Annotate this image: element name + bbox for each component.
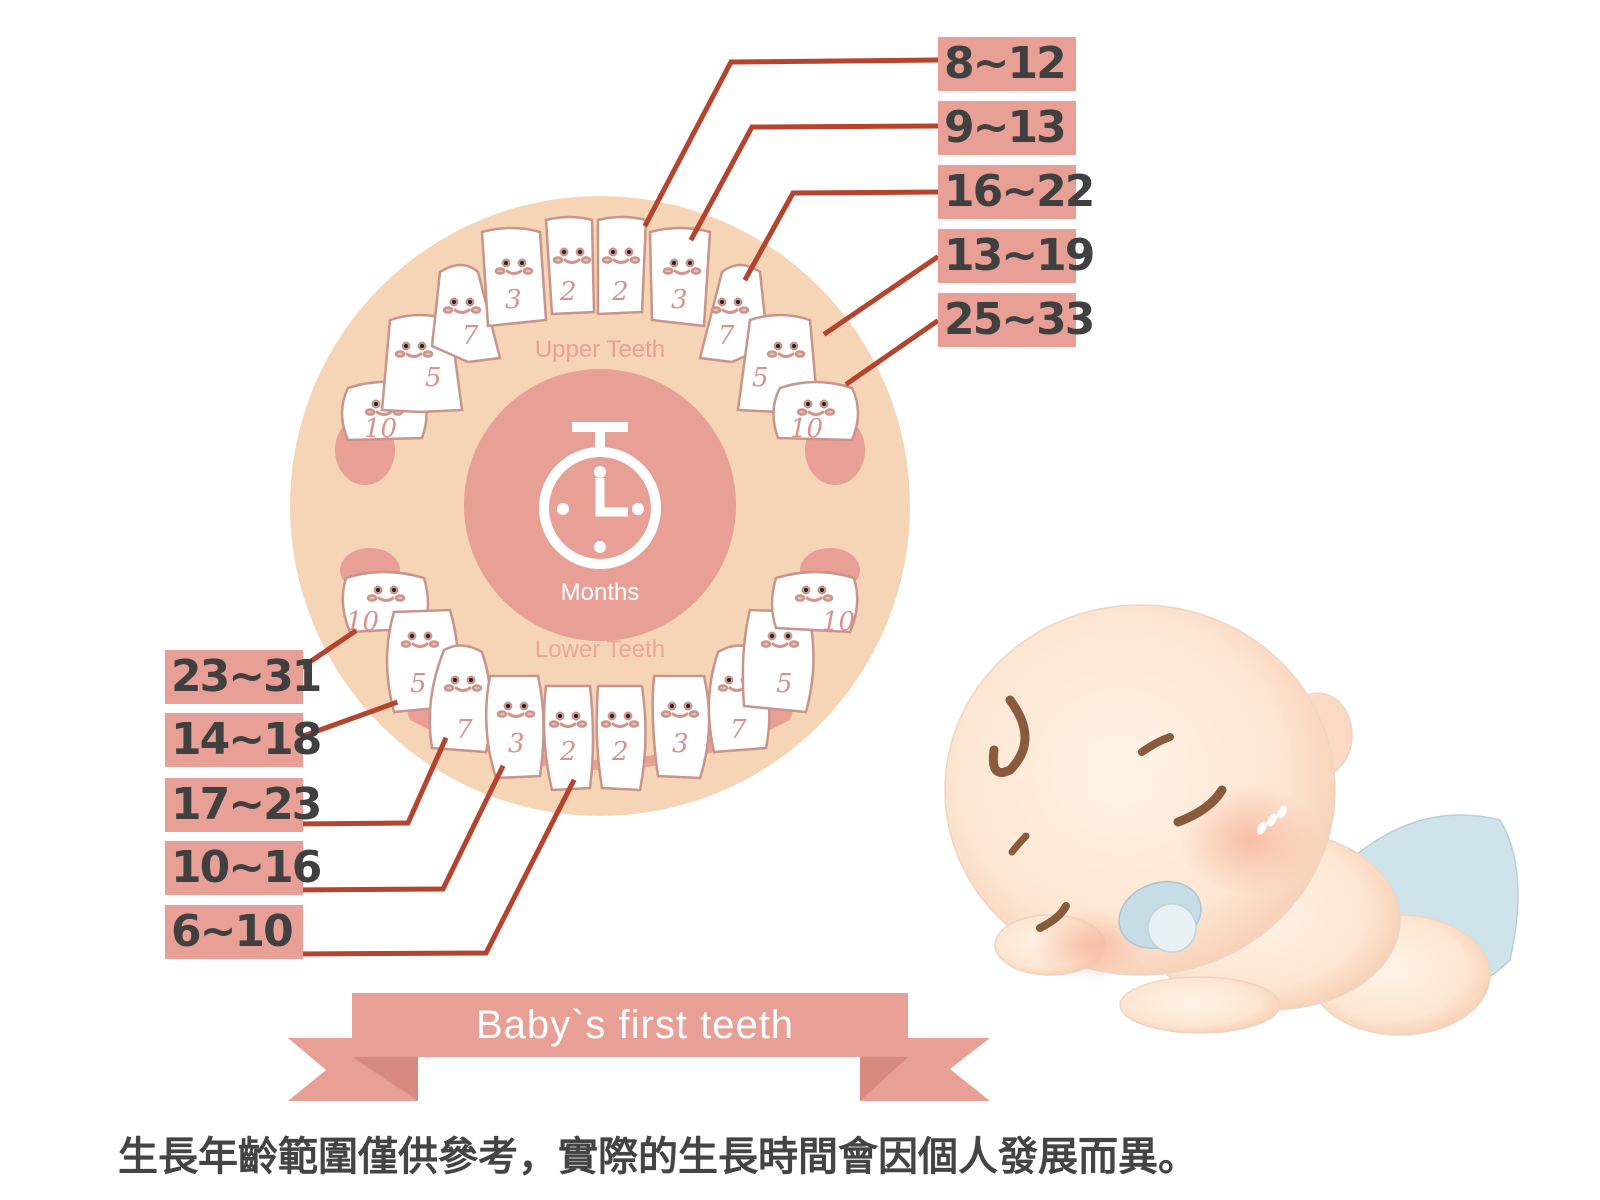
range-label-lower-canine: 17~23 (165, 778, 322, 832)
range-label-lower-lateral-incisor: 10~16 (165, 841, 322, 895)
stopwatch-icon (539, 422, 661, 569)
svg-text:3: 3 (672, 729, 689, 759)
svg-text:3: 3 (508, 729, 525, 759)
lower-tooth-numbers: 10 5 7 3 2 2 3 7 5 10 (346, 607, 855, 767)
svg-text:5: 5 (425, 363, 442, 393)
svg-text:3: 3 (671, 285, 688, 315)
upper-teeth (340, 215, 860, 442)
months-label: Months (560, 579, 640, 606)
title-banner (288, 993, 990, 1101)
svg-text:7: 7 (462, 321, 479, 351)
leader-lines (288, 57, 940, 957)
sleeping-baby-illustration (944, 604, 1519, 1036)
lower-teeth-label: Lower Teeth (534, 636, 666, 663)
range-label-lower-central-incisor: 6~10 (165, 905, 303, 959)
range-label-upper-lateral-incisor: 9~13 (938, 101, 1076, 155)
banner-title: Baby`s first teeth (475, 1003, 795, 1047)
svg-text:7: 7 (730, 715, 747, 745)
range-label-upper-central-incisor: 8~12 (938, 37, 1076, 91)
svg-text:5: 5 (752, 363, 769, 393)
svg-text:7: 7 (456, 715, 473, 745)
svg-text:5: 5 (410, 669, 427, 699)
range-label-lower-first-molar: 14~18 (165, 713, 322, 767)
lower-teeth (341, 570, 859, 792)
svg-text:2: 2 (559, 277, 577, 307)
upper-teeth-label: Upper Teeth (534, 336, 666, 363)
svg-text:5: 5 (776, 669, 793, 699)
range-label-upper-second-molar: 25~33 (938, 293, 1095, 347)
svg-text:3: 3 (505, 285, 522, 315)
upper-tooth-numbers: 10 5 7 3 2 2 3 7 5 10 (364, 277, 823, 444)
range-label-lower-second-molar: 23~31 (165, 650, 322, 704)
range-label-upper-canine: 16~22 (938, 165, 1095, 219)
svg-text:10: 10 (790, 414, 823, 444)
svg-text:2: 2 (559, 737, 577, 767)
svg-text:2: 2 (611, 737, 629, 767)
svg-text:10: 10 (822, 607, 855, 637)
range-label-upper-first-molar: 13~19 (938, 229, 1095, 283)
teeth-chart: 10 5 7 3 2 2 3 7 5 10 (288, 57, 940, 957)
footnote-disclaimer: 生長年齡範圍僅供參考，實際的生長時間會因個人發展而異。 (118, 1134, 1198, 1180)
svg-text:7: 7 (718, 321, 735, 351)
svg-text:10: 10 (364, 414, 397, 444)
svg-text:2: 2 (611, 277, 629, 307)
